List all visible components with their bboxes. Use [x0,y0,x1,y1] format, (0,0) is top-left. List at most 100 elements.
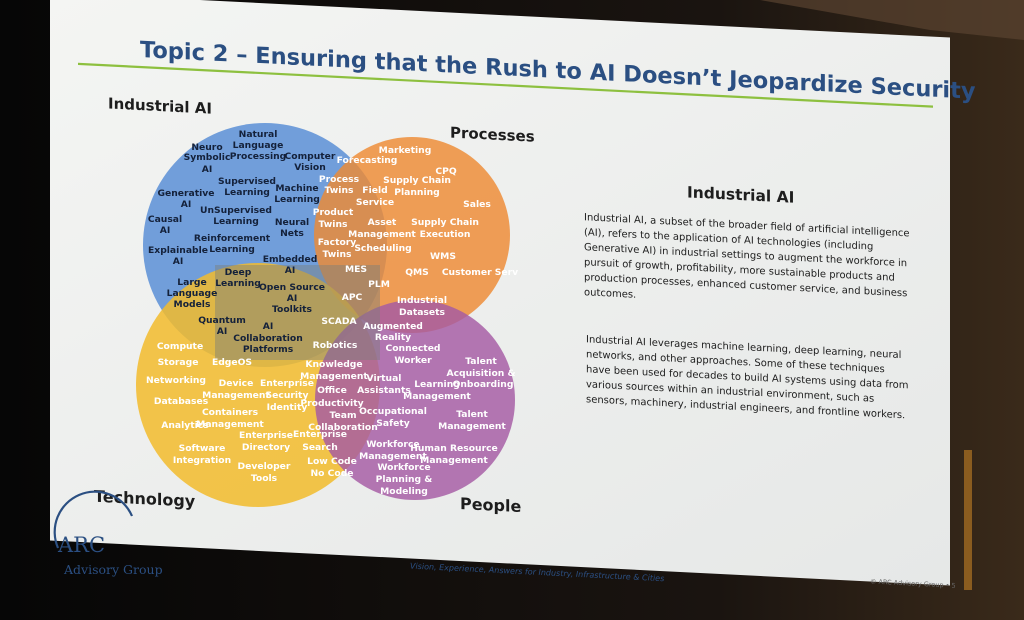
people-item: Enterprise [293,429,347,440]
technology-item: Tools [251,473,278,484]
industrial_ai-item: AI [287,293,298,304]
industrial_ai-item: AI [263,321,274,332]
industrial_ai-item: Learning [224,187,270,198]
industrial_ai-item: AI [285,265,296,276]
people-item: Management [300,371,368,382]
processes-item: Twins [325,185,354,196]
people-item: Management [403,391,471,402]
technology-item: Containers [202,407,259,418]
industrial_ai-item: Learning [213,216,259,227]
industrial_ai-item: Deep [225,267,252,278]
processes-item: Industrial [397,295,447,306]
people-item: Learning [414,379,460,390]
technology-item: Device [219,378,254,389]
people-item: Productivity [300,398,363,409]
processes-item: SCADA [321,316,357,327]
processes-item: Process [319,174,360,185]
people-item: Human Resource [410,443,498,454]
processes-item: Service [356,197,394,208]
people-item: No Code [310,468,353,479]
people-item: Team [329,410,356,421]
people-item: Safety [376,418,409,429]
processes-item: WMS [430,251,456,262]
people-item: Assistants [357,385,411,396]
industrial_ai-item: Toolkits [272,304,312,315]
industrial_ai-item: Quantum [198,315,246,326]
industrial_ai-item: Natural [239,129,278,140]
industrial_ai-item: Learning [215,278,261,289]
overlap-center [215,265,380,360]
processes-item: Asset [368,217,397,228]
processes-item: Factory [318,237,357,248]
people-item: Modeling [380,486,428,497]
industrial_ai-item: Language [233,140,284,151]
technology-item: Networking [146,375,206,386]
technology-item: Analytics [161,420,209,431]
panel-heading: Industrial AI [687,183,794,206]
industrial_ai-item: Platforms [243,344,294,355]
technology-item: Security [266,390,309,401]
industrial_ai-item: AI [181,199,192,210]
processes-item: Twins [323,249,352,260]
ceiling-light [760,0,1024,40]
people-item: Virtual [367,373,402,384]
label-people: People [460,494,521,516]
processes-item: Supply Chain [411,217,479,228]
people-item: Office [317,385,347,396]
industrial_ai-item: AI [173,256,184,267]
processes-item: Marketing [379,145,432,156]
industrial_ai-item: Supervised [218,176,276,187]
processes-item: Product [313,207,354,218]
technology-item: Storage [158,357,199,368]
industrial_ai-item: Neural [275,217,309,228]
side-light [964,450,972,590]
people-item: Management [438,421,506,432]
processes-item: Field [362,185,387,196]
industrial_ai-item: Nets [280,228,304,239]
industrial_ai-item: AI [160,225,171,236]
processes-item: Twins [319,219,348,230]
industrial_ai-item: Large [177,277,206,288]
processes-item: Sales [463,199,491,210]
people-item: Collaboration [308,422,378,433]
technology-item: Identity [267,402,308,413]
arc-logo: ARC Advisory Group [53,490,163,577]
technology-item: Databases [154,396,209,407]
processes-item: APC [342,292,363,303]
technology-item: Management [196,419,264,430]
people-item: Talent [456,409,488,420]
people-item: Talent [465,356,497,367]
processes-item: QMS [405,267,429,278]
industrial_ai-item: UnSupervised [200,205,272,216]
circle-technology [136,263,380,507]
industrial_ai-item: Reinforcement [194,233,271,244]
people-item: Planning & [376,474,433,485]
processes-item: Planning [394,187,439,198]
logo-advisory-group: Advisory Group [63,562,163,577]
venn-diagram [136,123,515,507]
processes-item: PLM [368,279,390,290]
people-item: Acquisition & [446,368,515,379]
people-item: Workforce [377,462,430,473]
industrial_ai-item: AI [202,164,213,175]
technology-item: Integration [173,455,231,466]
panel-line: outcomes. [584,287,636,301]
technology-item: EdgeOS [212,357,252,368]
industrial_ai-item: AI [217,326,228,337]
processes-item: Customer Serv [442,267,518,278]
people-item: Management [359,451,427,462]
people-item: Management [420,455,488,466]
people-item: Onboarding [453,379,514,390]
processes-item: Datasets [399,307,446,318]
technology-item: Compute [157,341,203,352]
processes-item: Execution [420,229,471,240]
industrial_ai-item: Open Source [259,282,325,293]
industrial_ai-item: Learning [209,244,255,255]
processes-item: Worker [394,355,432,366]
industrial_ai-item: Language [167,288,218,299]
processes-item: Robotics [313,340,358,351]
technology-item: Directory [242,442,290,453]
people-item: Low Code [307,456,357,467]
people-item: Occupational [359,406,427,417]
industrial_ai-item: Learning [274,194,320,205]
